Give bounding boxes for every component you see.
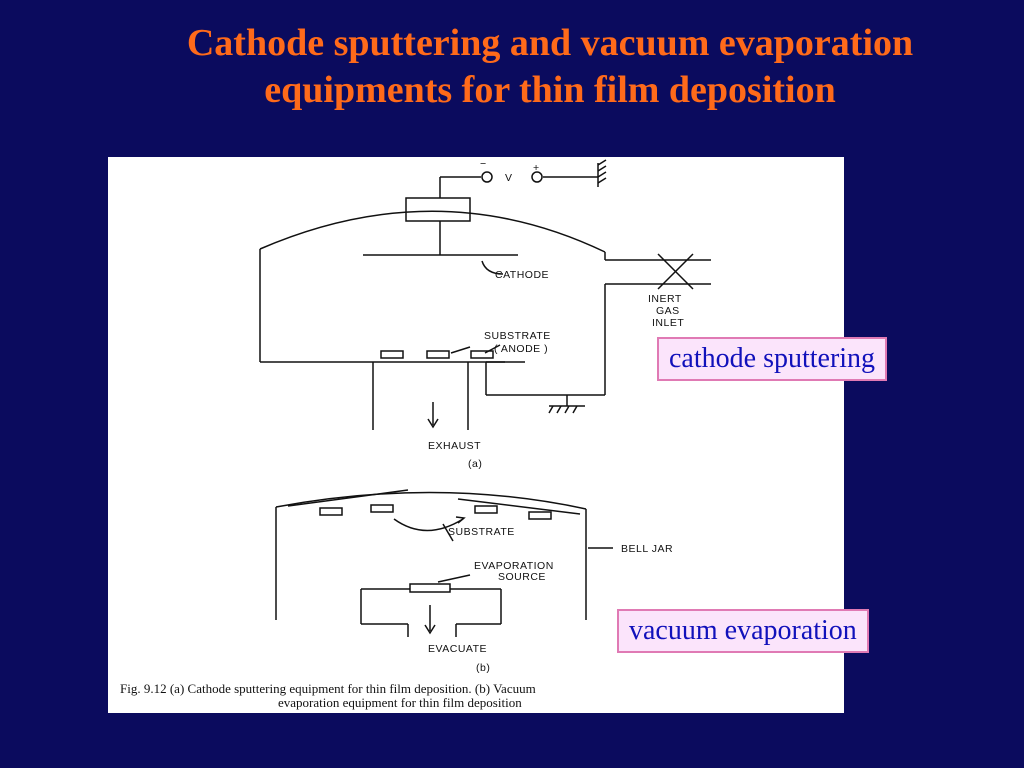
figure-caption-line-2: evaporation equipment for thin film depo… — [278, 695, 522, 710]
voltage-label: V — [505, 172, 513, 184]
title-line-2: equipments for thin film deposition — [264, 69, 836, 111]
inert-gas-label-2: GAS — [656, 305, 680, 317]
cathode-label: CATHODE — [495, 269, 549, 281]
diagram-b-lines — [275, 489, 613, 637]
cathode-sputtering-callout: cathode sputtering — [657, 337, 888, 381]
equipment-diagram: − + V CATHODE INERT GAS INLET SUBSTRATE … — [120, 158, 711, 710]
substrate-anode-label-2: ( ANODE ) — [494, 343, 548, 355]
evaporation-source-label-1: EVAPORATION — [474, 560, 554, 572]
voltage-plus-label: + — [533, 162, 540, 174]
substrate-anode-label-1: SUBSTRATE — [484, 330, 551, 342]
evaporation-source-label-2: SOURCE — [498, 571, 546, 583]
slide-title: Cathode sputtering and vacuum evaporatio… — [60, 20, 1024, 114]
substrate-label: SUBSTRATE — [448, 526, 515, 538]
panel-b-label: (b) — [476, 662, 490, 674]
panel-a-label: (a) — [468, 458, 482, 470]
bell-jar-label: BELL JAR — [621, 543, 673, 555]
evacuate-label: EVACUATE — [428, 643, 487, 655]
vacuum-evaporation-callout: vacuum evaporation — [617, 609, 869, 653]
inert-gas-label-1: INERT — [648, 293, 682, 305]
voltage-minus-label: − — [480, 158, 487, 170]
exhaust-label: EXHAUST — [428, 440, 481, 452]
diagram-a-lines — [259, 159, 711, 430]
title-line-1: Cathode sputtering and vacuum evaporatio… — [186, 22, 914, 64]
inert-gas-label-3: INLET — [652, 317, 684, 329]
figure-caption-line-1: Fig. 9.12 (a) Cathode sputtering equipme… — [120, 681, 536, 696]
equipment-figure: − + V CATHODE INERT GAS INLET SUBSTRATE … — [108, 157, 844, 713]
